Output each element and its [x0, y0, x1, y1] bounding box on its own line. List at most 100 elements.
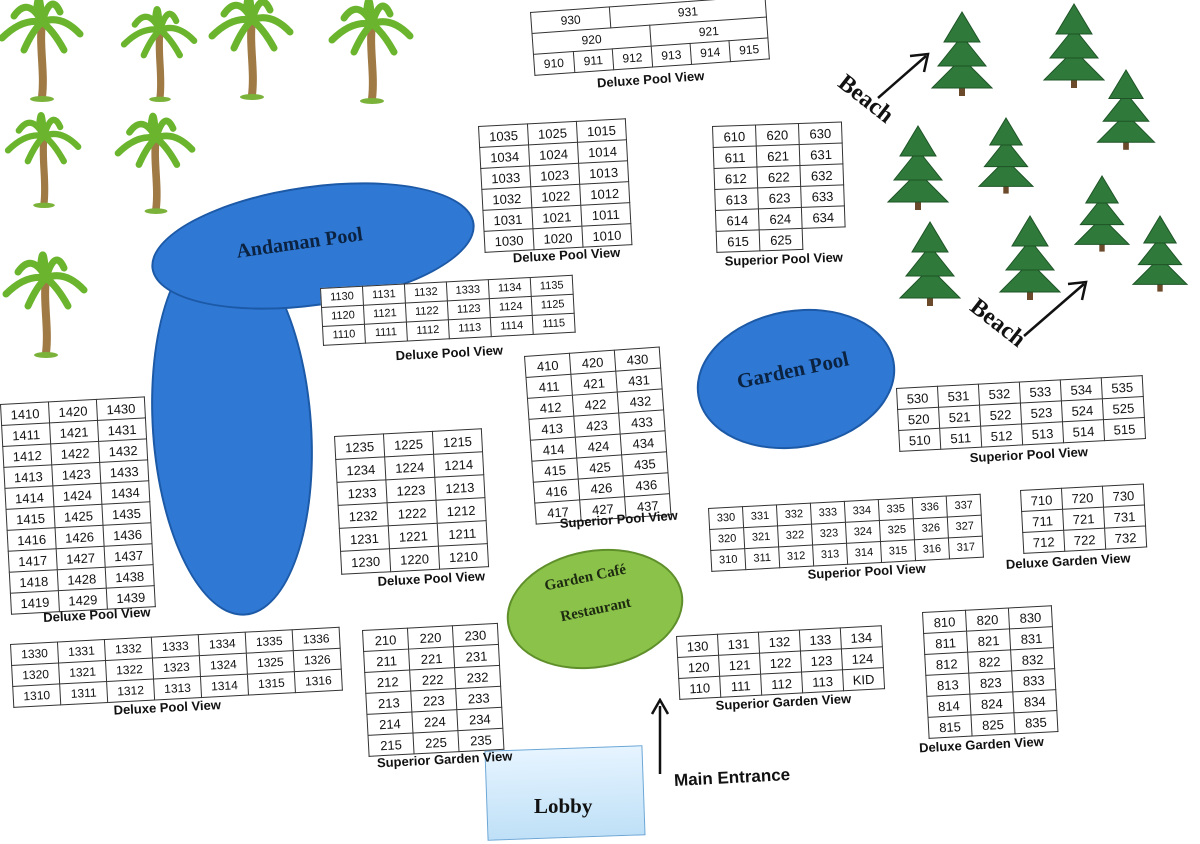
room-cell: 214 [366, 712, 413, 736]
room-cell: 1316 [294, 669, 343, 693]
palm-tree-icon [328, 0, 414, 104]
room-cell: 1120 [321, 305, 365, 327]
pine-tree-icon [977, 117, 1035, 194]
room-cell: 213 [365, 691, 412, 715]
beach-arrow-top [877, 52, 930, 99]
room-cell: 631 [799, 142, 843, 166]
room-cell: 1012 [579, 181, 630, 206]
room-cell: 831 [1009, 626, 1054, 650]
room-cell: 1414 [4, 485, 54, 510]
room-cell: 335 [878, 497, 914, 521]
room-cell: 832 [1010, 647, 1055, 671]
room-cell: 133 [799, 627, 842, 652]
room-cell: 134 [840, 625, 883, 649]
room-cell: 220 [407, 625, 454, 650]
room-cell: 823 [968, 670, 1013, 695]
room-cell: 1230 [340, 548, 391, 575]
room-cell: 332 [776, 503, 812, 526]
room-cell: 1437 [104, 543, 154, 568]
room-cell: 1224 [384, 454, 435, 480]
room-cell: 515 [1103, 417, 1146, 441]
room-cell: 230 [452, 623, 499, 647]
room-cell: 915 [728, 37, 770, 62]
room-cell: 1433 [99, 459, 149, 484]
room-cell: 612 [713, 166, 758, 190]
room-cell: 311 [744, 546, 780, 570]
room-cell: 522 [979, 403, 1022, 427]
room-cell: 1431 [97, 417, 147, 442]
room-cell: 1221 [388, 523, 439, 549]
room-cell: 1435 [101, 501, 151, 526]
room-cell: 1034 [479, 144, 530, 169]
room-cell: 326 [913, 516, 949, 540]
room-cell: 1335 [245, 629, 294, 654]
room-cell: 1434 [100, 480, 150, 505]
room-cell: 331 [742, 504, 778, 528]
room-cell: 810 [922, 610, 967, 634]
room-cell: 1223 [385, 477, 437, 503]
room-cell: 1432 [98, 438, 148, 463]
room-cell: 830 [1008, 605, 1053, 629]
room-cell: 812 [924, 652, 969, 676]
room-cell: 1323 [152, 655, 201, 680]
room-cell: 334 [844, 499, 880, 523]
pine-tree-icon [1073, 175, 1131, 252]
room-cell: 314 [846, 541, 882, 565]
room-cell: 124 [841, 646, 884, 670]
room-cell: 514 [1062, 419, 1105, 443]
room-cell: 1222 [387, 500, 438, 526]
room-cell: 834 [1012, 689, 1057, 713]
room-cell: 321 [743, 525, 779, 549]
room-cell: 910 [533, 51, 575, 76]
room-cell: 825 [970, 712, 1016, 737]
room-cell: 824 [969, 691, 1014, 716]
room-cell: 1420 [48, 399, 98, 423]
room-cell: 132 [758, 630, 801, 654]
room-cell: 1438 [105, 564, 155, 589]
room-cell: 520 [897, 407, 940, 431]
room-cell: 112 [760, 671, 803, 696]
room-cell: 324 [845, 520, 881, 544]
room-cell: 511 [939, 426, 982, 450]
room-cell: 625 [759, 228, 803, 251]
room-cell: 732 [1104, 525, 1147, 550]
room-cell: 1418 [9, 569, 59, 594]
room-cell: 610 [712, 124, 757, 148]
room-cell: 1033 [480, 165, 531, 190]
room-cell: 1113 [448, 317, 492, 339]
room-cell: 1313 [153, 676, 202, 701]
room-cell: 620 [755, 123, 800, 146]
room-cell: 1421 [49, 420, 99, 444]
main-entrance-arrow [650, 698, 670, 774]
room-cell: 1324 [199, 653, 248, 677]
room-cell: 1121 [363, 303, 407, 325]
room-cell: 814 [926, 694, 971, 718]
room-cell: 327 [947, 515, 983, 538]
room-cell: 1212 [436, 497, 487, 524]
room-cell: 223 [410, 688, 457, 713]
room-cell: 1025 [527, 121, 578, 145]
room-cell: 1315 [247, 671, 296, 696]
room-cell: 224 [411, 709, 458, 733]
room-cell: 121 [718, 653, 761, 677]
room-cell: 1321 [58, 660, 107, 684]
room-cell: 337 [946, 494, 982, 517]
room-cell: 212 [364, 670, 411, 694]
room-cell: 1013 [578, 160, 629, 185]
room-cell: 310 [710, 548, 746, 572]
room-cell: 820 [965, 607, 1010, 632]
room-cell: 1014 [577, 139, 628, 164]
pine-tree-icon [886, 125, 950, 210]
room-cell: 1124 [489, 296, 533, 318]
room-cell: 130 [676, 634, 719, 658]
room-cell: 1422 [50, 441, 100, 465]
lobby-label: Lobby [534, 794, 593, 818]
